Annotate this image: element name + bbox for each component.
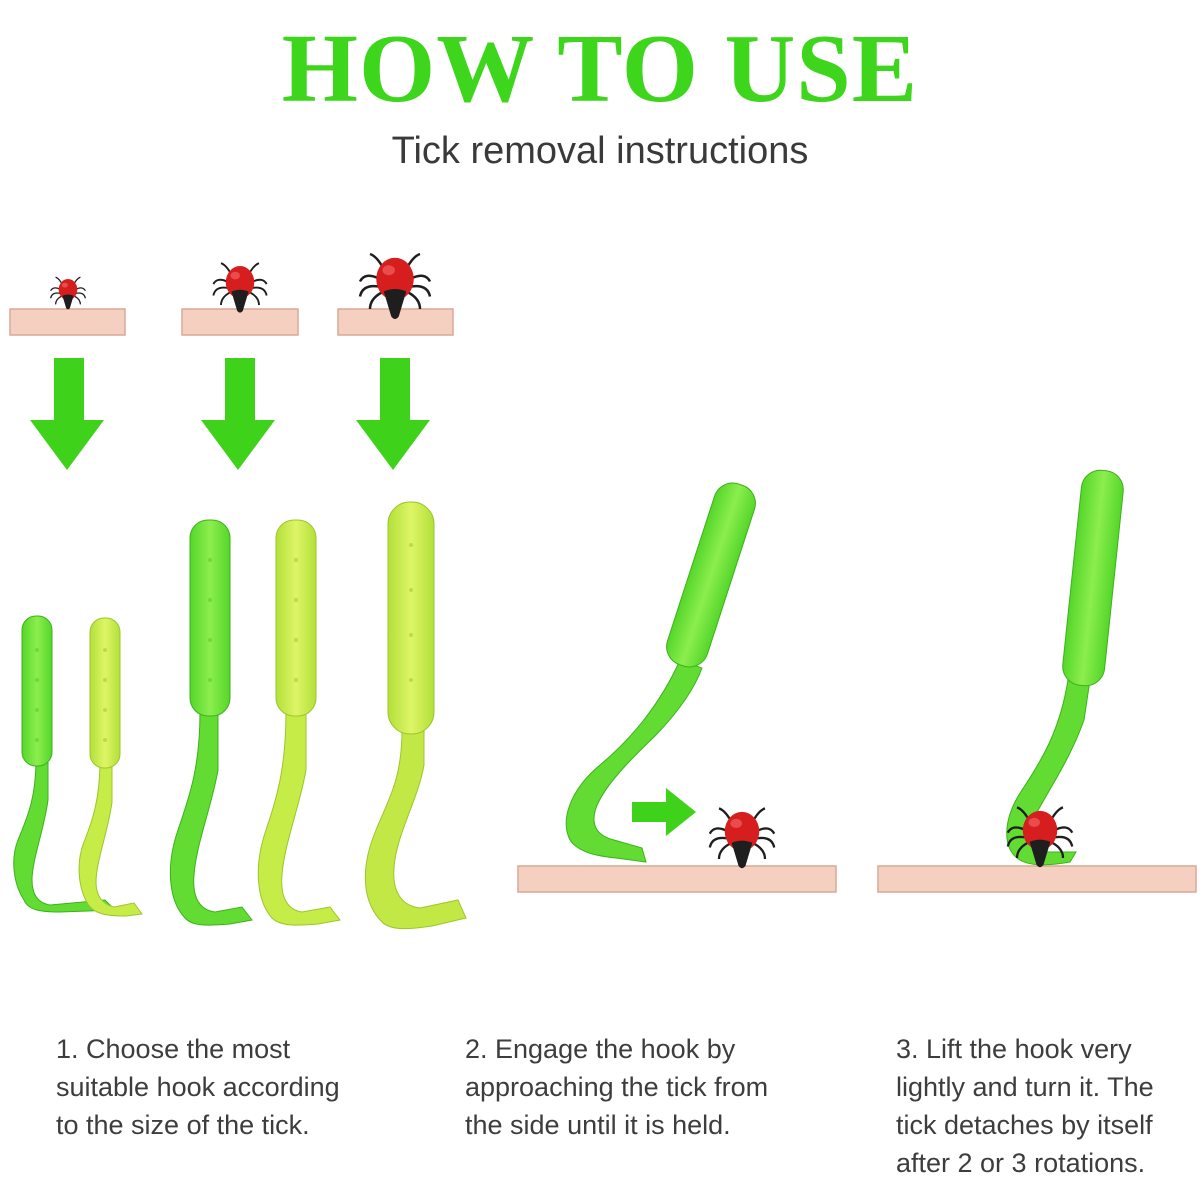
instruction-illustration: [9, 252, 1197, 930]
step-1-instruction: 1. Choose the most suitable hook accordi…: [56, 1034, 340, 1140]
tick-medium-icon: [212, 262, 268, 314]
tick-small-icon: [50, 276, 86, 310]
arrow-right-icon: [632, 788, 696, 836]
page-subtitle: Tick removal instructions: [391, 130, 809, 172]
arrow-down-icon: [201, 358, 275, 470]
step2-hook: [565, 482, 756, 863]
small-hook-green: [13, 615, 117, 913]
skin-strip-small: [9, 308, 126, 336]
skin-strip-step2: [517, 865, 837, 893]
large-hook-lime: [364, 501, 467, 930]
arrow-down-icon: [30, 358, 104, 470]
skin-strip-step3: [877, 865, 1197, 893]
step-2-instruction: 2. Engage the hook by approaching the ti…: [465, 1034, 769, 1140]
grip-dots: [103, 543, 413, 742]
skin-strip-medium: [181, 308, 299, 336]
grip-dots: [35, 558, 212, 742]
medium-hook-green: [169, 519, 253, 926]
step-3-instruction: 3. Lift the hook very lightly and turn i…: [896, 1034, 1154, 1178]
step3-hook: [1006, 469, 1124, 866]
arrow-down-icon: [356, 358, 430, 470]
page-title: HOW TO USE: [281, 15, 919, 123]
tick-step2-icon: [708, 807, 776, 870]
medium-hook-lime: [257, 519, 341, 926]
small-hook-lime: [78, 617, 143, 917]
